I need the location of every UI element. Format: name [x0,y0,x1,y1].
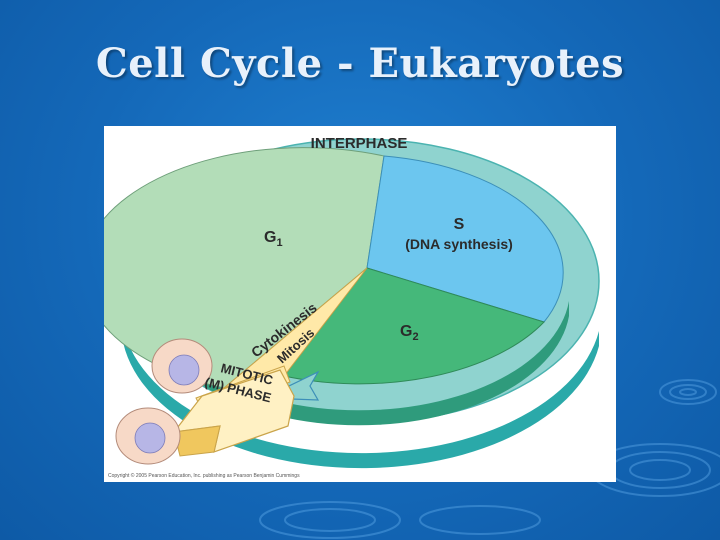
g2-letter: G [400,323,412,340]
daughter-nucleus-icon [134,422,166,454]
s-sublabel: (DNA synthesis) [405,236,513,252]
g1-label: G1 [264,229,283,249]
g2-segment [283,267,545,385]
g2-subscript: 2 [412,331,418,343]
copyright-credit: Copyright © 2005 Pearson Education, Inc.… [108,473,300,479]
g1-letter: G [264,229,276,246]
s-label: S [454,216,465,233]
interphase-label: INTERPHASE [311,135,408,152]
parent-nucleus-icon [168,354,200,386]
cell-cycle-figure: INTERPHASE G1 S (DNA synthesis) G2 Cytok… [104,126,616,482]
mitotic-arrow-shadow [173,425,221,457]
g1-subscript: 1 [276,237,282,249]
cell-cycle-diagram: INTERPHASE G1 S (DNA synthesis) G2 Cytok… [104,135,600,469]
g2-label: G2 [400,323,419,343]
g1-segment [104,147,385,389]
slide-title: Cell Cycle - Eukaryotes [95,40,625,87]
s-segment [366,155,564,323]
